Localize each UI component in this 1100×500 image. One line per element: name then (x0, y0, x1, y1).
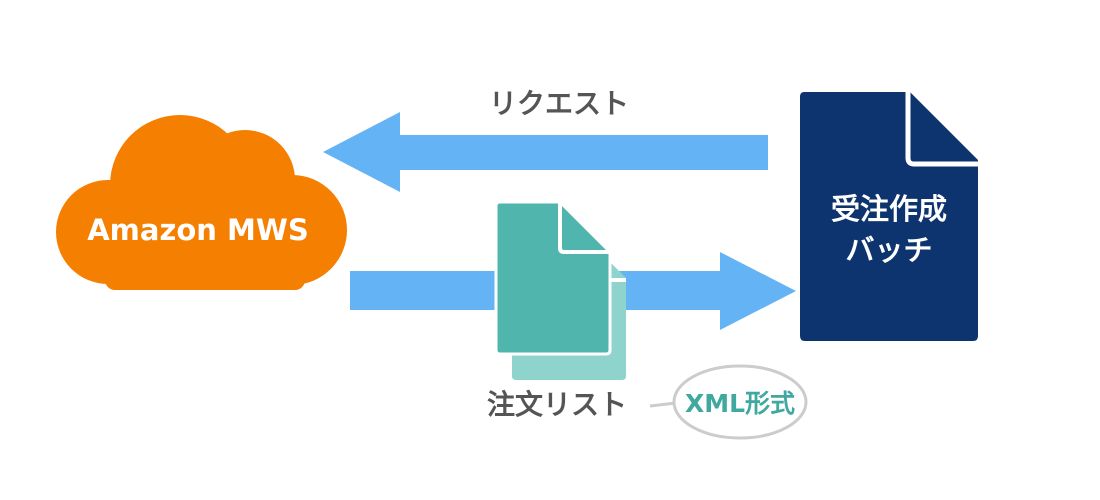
badge-connector (649, 401, 677, 408)
format-badge-label: XML形式 (685, 389, 795, 418)
stacked-documents-icon (494, 200, 626, 380)
format-badge (672, 364, 808, 440)
batch-label-line2: バッチ (845, 233, 932, 267)
batch-label-line1: 受注作成 (831, 192, 947, 226)
cloud-label: Amazon MWS (87, 213, 309, 247)
request-label: リクエスト (489, 87, 629, 120)
document-icon (800, 92, 978, 341)
cloud-icon (56, 115, 347, 290)
order-list-label: 注文リスト (487, 388, 627, 421)
request-arrow (323, 112, 768, 192)
